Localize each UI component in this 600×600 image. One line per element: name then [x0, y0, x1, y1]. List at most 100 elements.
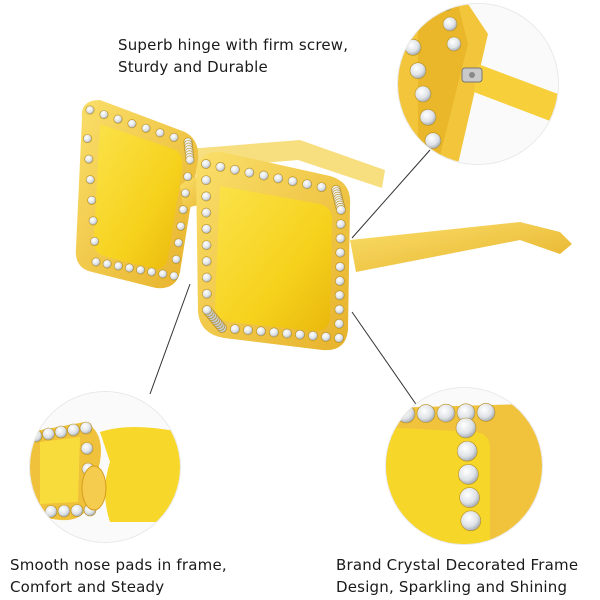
crystal-gem: [269, 327, 279, 338]
crystal-gem: [201, 207, 212, 218]
nose-caption-line-2: Comfort and Steady: [10, 578, 165, 596]
back-temple-arm: [175, 140, 385, 188]
crystal-gem: [230, 324, 240, 335]
crystal-gem: [171, 254, 181, 264]
crystal-gem: [455, 417, 477, 439]
crystal-gem: [57, 504, 71, 518]
crystal-gem: [44, 505, 58, 518]
nose-pad-detail-circle: [30, 392, 180, 542]
crystal-gem: [335, 261, 346, 272]
hinge-caption: Superb hinge with firm screw, Sturdy and…: [118, 34, 348, 78]
left-lens: [93, 124, 183, 269]
crystal-gem: [442, 16, 458, 32]
front-temple-arm: [350, 222, 572, 272]
crystal-gem: [436, 403, 456, 423]
crystal-gem: [334, 304, 345, 315]
crystal-gem: [201, 175, 212, 186]
crystal-gem: [419, 109, 437, 126]
crystal-gem: [336, 205, 346, 215]
crystal-gem: [243, 325, 253, 336]
crystal-gem: [201, 191, 212, 202]
crystal-gem: [90, 236, 100, 246]
crystal-gem: [158, 269, 168, 279]
crystal-gem: [88, 216, 98, 226]
crystal-gem: [155, 128, 165, 138]
crystal-gem: [424, 132, 442, 149]
crystal-gem: [201, 288, 212, 299]
crystal-gem: [80, 442, 94, 455]
crystal-gem: [42, 427, 55, 441]
crystal-gem: [229, 164, 240, 175]
crystal-gem: [136, 265, 146, 275]
crystal-gem: [176, 221, 186, 231]
crystal-detail-circle: [386, 388, 542, 544]
crystal-caption-line-1: Brand Crystal Decorated Frame: [336, 556, 579, 574]
crystal-gem: [256, 326, 266, 337]
crystal-gem: [334, 318, 345, 329]
crystal-gem: [456, 440, 478, 462]
crystal-gem: [201, 223, 212, 234]
crystal-gem: [316, 182, 327, 193]
crystal-gem: [476, 403, 496, 422]
crystal-gem: [273, 173, 284, 184]
crystal-decorations: [82, 105, 346, 343]
crystal-gem: [178, 205, 188, 215]
crystal-gem: [67, 423, 80, 437]
crystal-gem: [258, 170, 269, 181]
crystal-gem: [295, 329, 305, 340]
crystal-gem: [85, 175, 95, 185]
hinge-caption-line-2: Sturdy and Durable: [118, 58, 268, 76]
crystal-gem: [70, 504, 84, 517]
crystal-gem: [215, 161, 226, 172]
crystal-gem: [446, 36, 462, 52]
crystal-gem: [202, 305, 212, 315]
crystal-gem: [409, 62, 427, 79]
crystal-gem: [185, 155, 195, 165]
crystal-gem: [334, 333, 344, 343]
crystal-gem: [201, 256, 212, 267]
crystal-gem: [180, 188, 190, 198]
crystal-gem: [201, 240, 212, 251]
crystal-gem: [85, 105, 95, 115]
crystal-gem: [147, 267, 157, 277]
crystal-gem: [201, 272, 212, 283]
crystal-gem: [335, 233, 346, 244]
nose-pad-icon: [81, 465, 107, 511]
hinge-temple: [474, 64, 558, 124]
crystal-gem: [334, 276, 345, 287]
crystal-gem: [244, 167, 255, 178]
crystal-gem: [174, 238, 184, 248]
crystal-gem: [113, 114, 123, 124]
crystal-gem: [287, 176, 298, 187]
crystal-caption-line-2: Design, Sparkling and Shining: [336, 578, 568, 596]
crystal-gem: [169, 132, 179, 142]
nose-caption-line-1: Smooth nose pads in frame,: [10, 556, 227, 574]
crystal-gem: [87, 195, 97, 205]
crystal-gem: [169, 271, 179, 281]
crystal-gem: [183, 172, 193, 182]
crystal-gem: [84, 154, 94, 164]
right-lens: [215, 186, 332, 332]
nose-pad-caption: Smooth nose pads in frame, Comfort and S…: [10, 554, 227, 598]
crystal-gem: [91, 257, 101, 267]
crystal-gem: [113, 261, 123, 271]
crystal-gem: [124, 263, 134, 273]
crystal-gem: [335, 219, 346, 230]
crystal-gem: [127, 119, 137, 129]
crystal-gem: [459, 487, 480, 508]
hinge-caption-line-1: Superb hinge with firm screw,: [118, 36, 349, 54]
crystal-gem: [102, 259, 112, 269]
crystal-gem: [416, 404, 436, 423]
crystal-gem: [79, 421, 93, 435]
crystal-gem: [141, 123, 151, 133]
crystal-gem: [282, 328, 292, 339]
crystal-gem: [334, 290, 345, 301]
crystal-gem: [302, 179, 313, 190]
crystal-gem: [321, 331, 331, 342]
crystal-gem: [335, 247, 346, 258]
hinge-detail-circle: [398, 4, 558, 164]
crystal-gem: [414, 85, 432, 103]
crystal-gem: [201, 159, 211, 169]
crystal-gem: [308, 330, 318, 341]
